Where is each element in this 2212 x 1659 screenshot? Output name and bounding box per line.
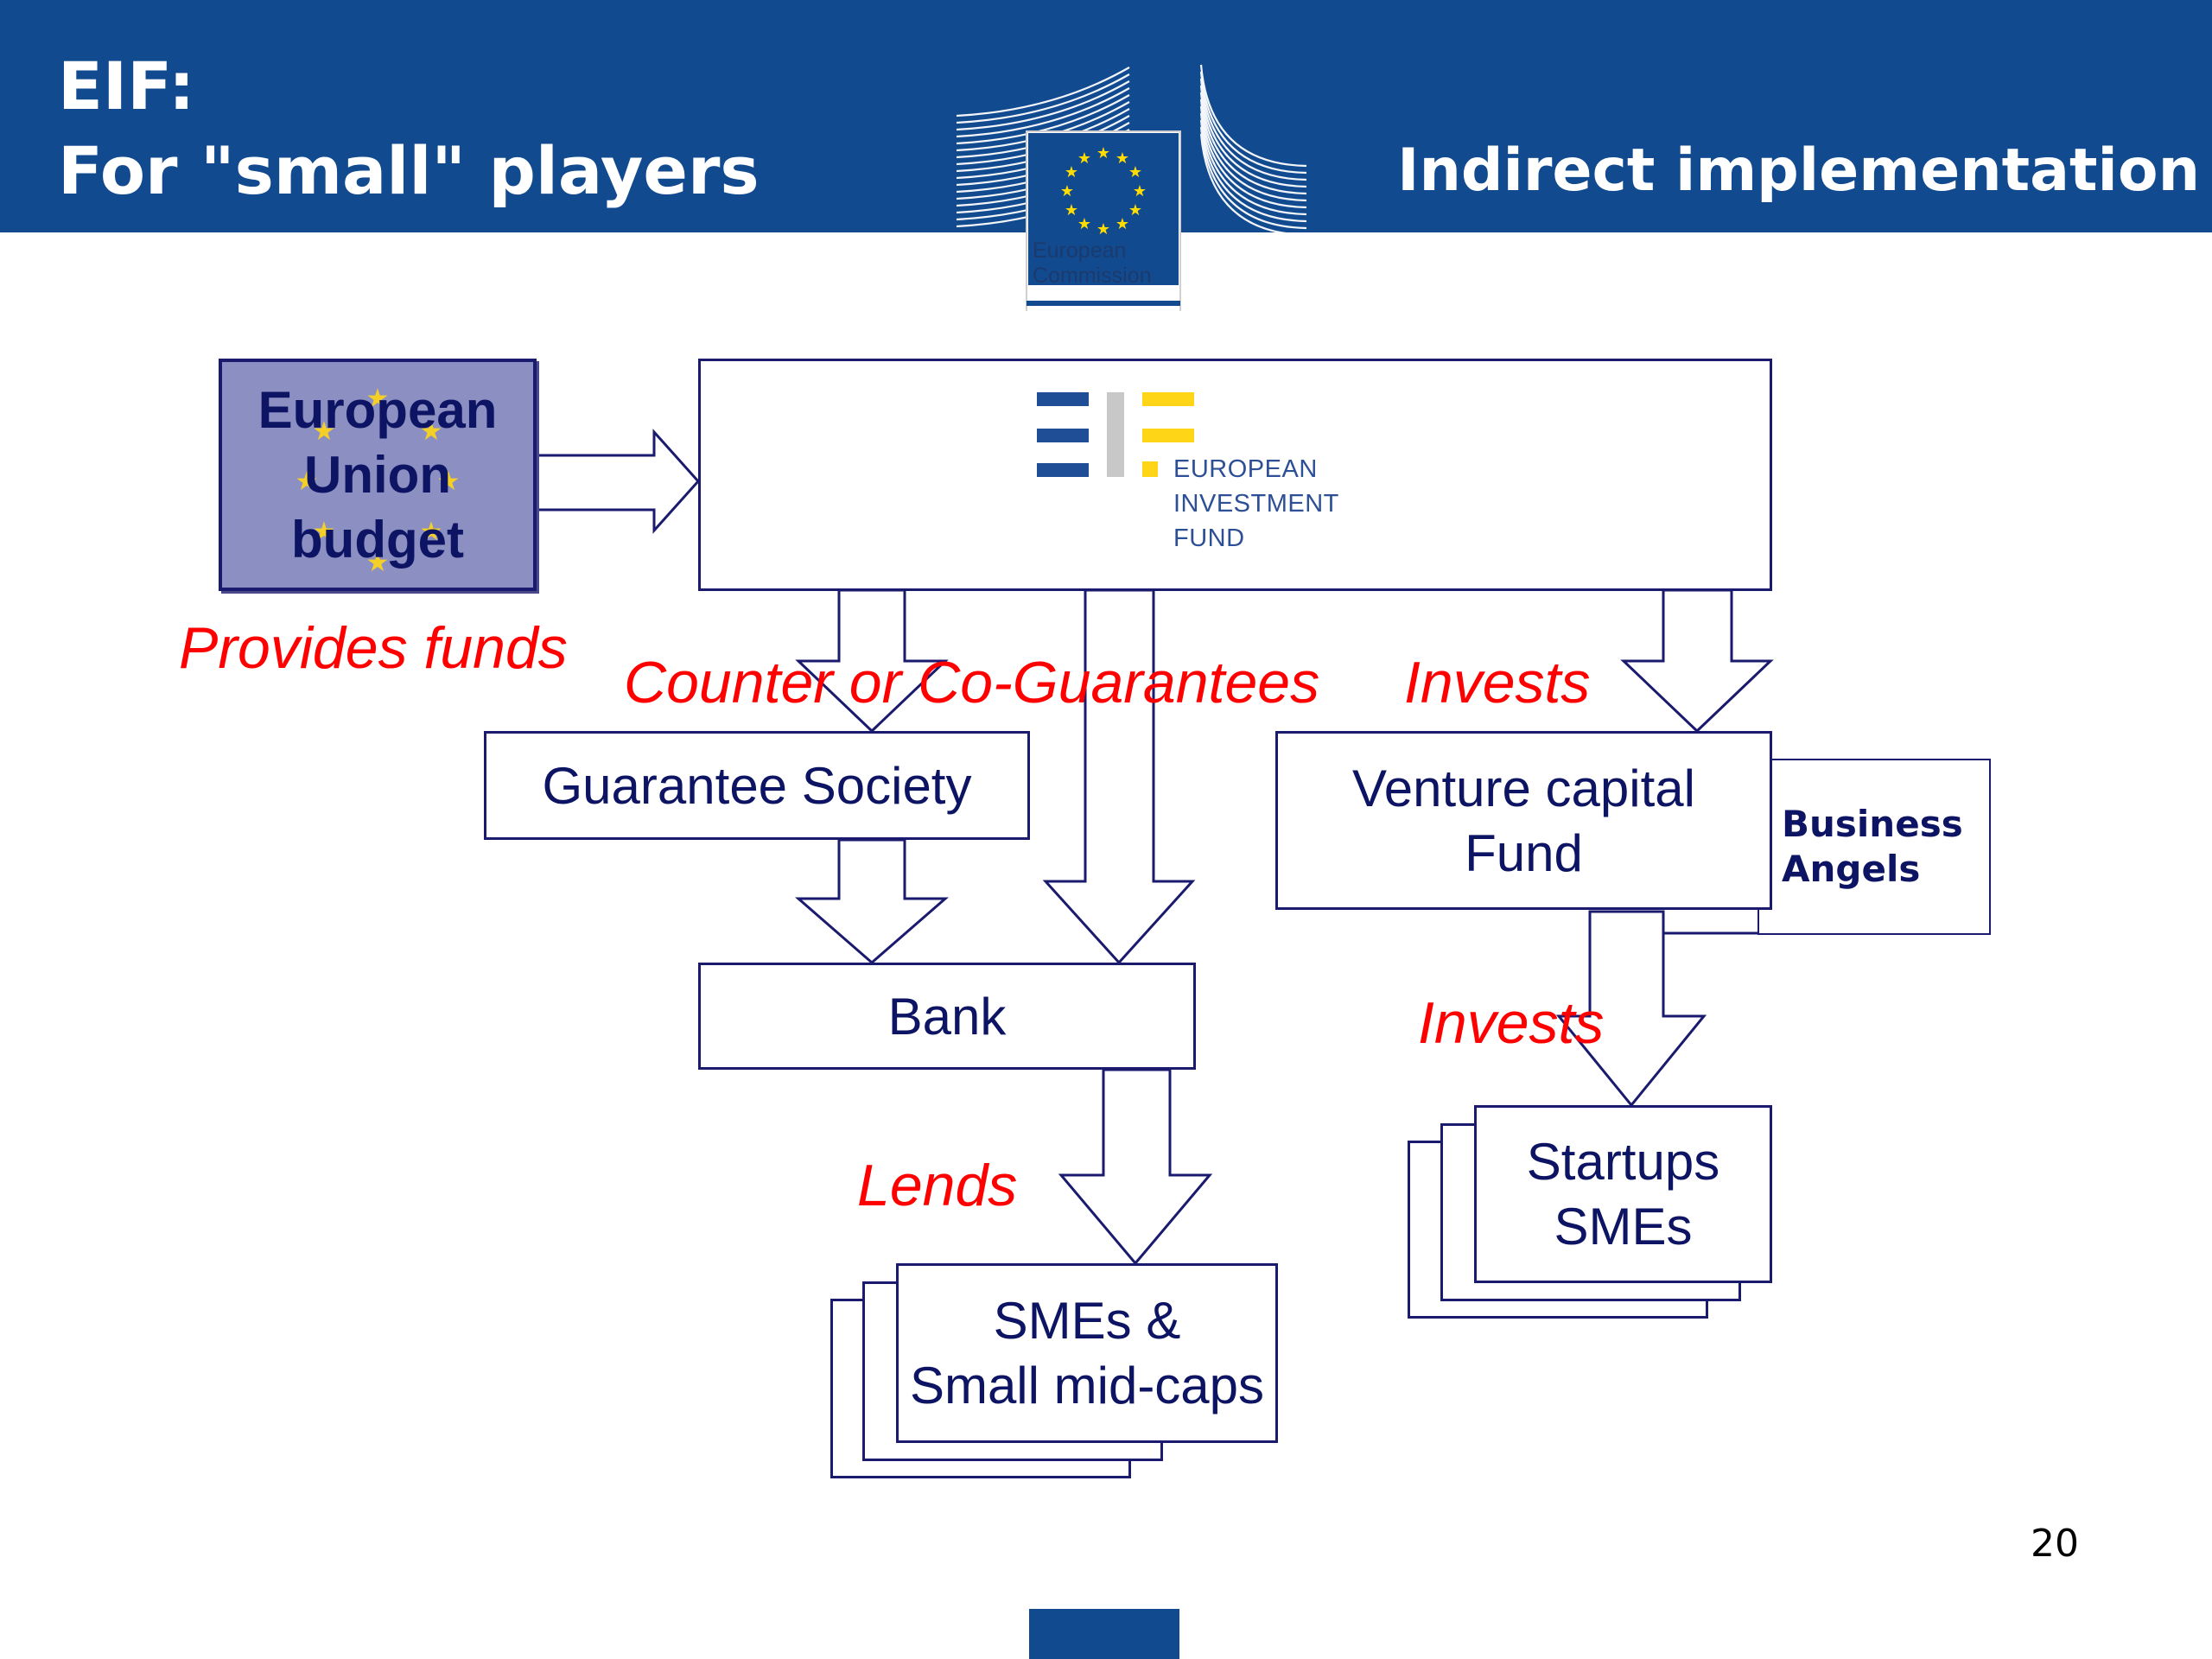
svg-text:★: ★	[1116, 149, 1129, 168]
business-angels-line2: Angels	[1782, 848, 1921, 890]
svg-text:★: ★	[1096, 144, 1110, 162]
smes-line2: Small mid-caps	[909, 1357, 1265, 1414]
page-number: 20	[2031, 1522, 2079, 1566]
svg-text:★: ★	[366, 384, 390, 414]
eif-logo-icon	[1037, 392, 1194, 477]
venture-capital-fund-box: Venture capital Fund	[1275, 731, 1772, 910]
guarantee-society-label: Guarantee Society	[542, 756, 972, 815]
eif-line2: INVESTMENT	[1173, 490, 1339, 518]
venture-capital-line2: Fund	[1465, 823, 1583, 882]
arrow-guarantee-to-bank	[794, 838, 950, 964]
svg-text:★: ★	[1065, 201, 1078, 219]
startups-line2: SMEs	[1554, 1198, 1693, 1255]
svg-text:★: ★	[1096, 220, 1110, 238]
slide-title-line1: EIF:	[58, 48, 195, 124]
smes-line1: SMEs &	[993, 1292, 1181, 1350]
lends-label: Lends	[857, 1153, 1018, 1218]
footer-block	[1029, 1609, 1179, 1659]
svg-text:★: ★	[1060, 182, 1074, 200]
logo-caption-line1: European	[1033, 238, 1127, 263]
eu-budget-line2: Union	[304, 446, 451, 504]
arrow-eif-to-bank	[1042, 588, 1196, 965]
european-commission-logo: ★★★ ★★★ ★★★ ★★★	[956, 64, 1307, 311]
counter-guarantees-label: Counter or Co-Guarantees	[624, 650, 1320, 715]
startups-line1: Startups	[1526, 1133, 1720, 1191]
arrow-bank-to-smes	[1058, 1068, 1213, 1266]
invests-top-label: Invests	[1404, 650, 1591, 715]
svg-text:★: ★	[1128, 163, 1142, 181]
startups-box: Startups SMEs	[1474, 1105, 1772, 1283]
svg-text:★: ★	[313, 517, 336, 547]
eu-stars-icon: ★ ★ ★ ★ ★ ★ ★ ★	[296, 384, 461, 578]
slide-subtitle: Indirect implementation	[1397, 137, 2200, 205]
eif-line1: EUROPEAN	[1173, 455, 1318, 483]
business-angels-line1: Business	[1782, 802, 1963, 845]
eu-budget-line3: budget	[291, 511, 464, 569]
svg-text:★: ★	[437, 467, 461, 497]
svg-text:★: ★	[1116, 215, 1129, 233]
eif-line3: FUND	[1173, 524, 1245, 552]
logo-caption-line2: Commission	[1033, 263, 1152, 288]
svg-text:★: ★	[313, 416, 336, 447]
invests-bottom-label: Invests	[1418, 990, 1605, 1056]
guarantee-society-box: Guarantee Society	[484, 731, 1030, 840]
svg-text:★: ★	[1077, 149, 1091, 168]
venture-capital-line1: Venture capital	[1352, 759, 1695, 817]
business-angels-box: Business Angels	[1758, 759, 1991, 935]
eu-budget-box: ★ ★ ★ ★ ★ ★ ★ ★ European Union budget	[219, 359, 537, 591]
smes-box: SMEs & Small mid-caps	[896, 1263, 1278, 1443]
svg-text:★: ★	[366, 548, 390, 578]
svg-text:★: ★	[420, 517, 443, 547]
eif-wordmark: EUROPEAN INVESTMENT FUND	[1173, 452, 1339, 556]
arrow-eu-to-eif	[534, 429, 701, 534]
svg-text:★: ★	[1065, 163, 1078, 181]
arrow-eif-to-guarantee	[795, 588, 949, 734]
arrow-eif-to-vc	[1620, 588, 1774, 734]
svg-text:★: ★	[1128, 201, 1142, 219]
svg-text:★: ★	[296, 467, 319, 497]
bank-label: Bank	[887, 987, 1007, 1046]
eu-budget-line1: European	[257, 381, 498, 439]
provides-funds-label: Provides funds	[179, 615, 568, 681]
european-commission-caption: European Commission	[1033, 238, 1152, 289]
svg-text:★: ★	[420, 416, 443, 447]
svg-text:★: ★	[1133, 182, 1147, 200]
slide-title-line2: For "small" players	[58, 132, 760, 209]
bank-box: Bank	[698, 963, 1196, 1070]
svg-text:★: ★	[1077, 215, 1091, 233]
eif-box	[698, 359, 1772, 591]
